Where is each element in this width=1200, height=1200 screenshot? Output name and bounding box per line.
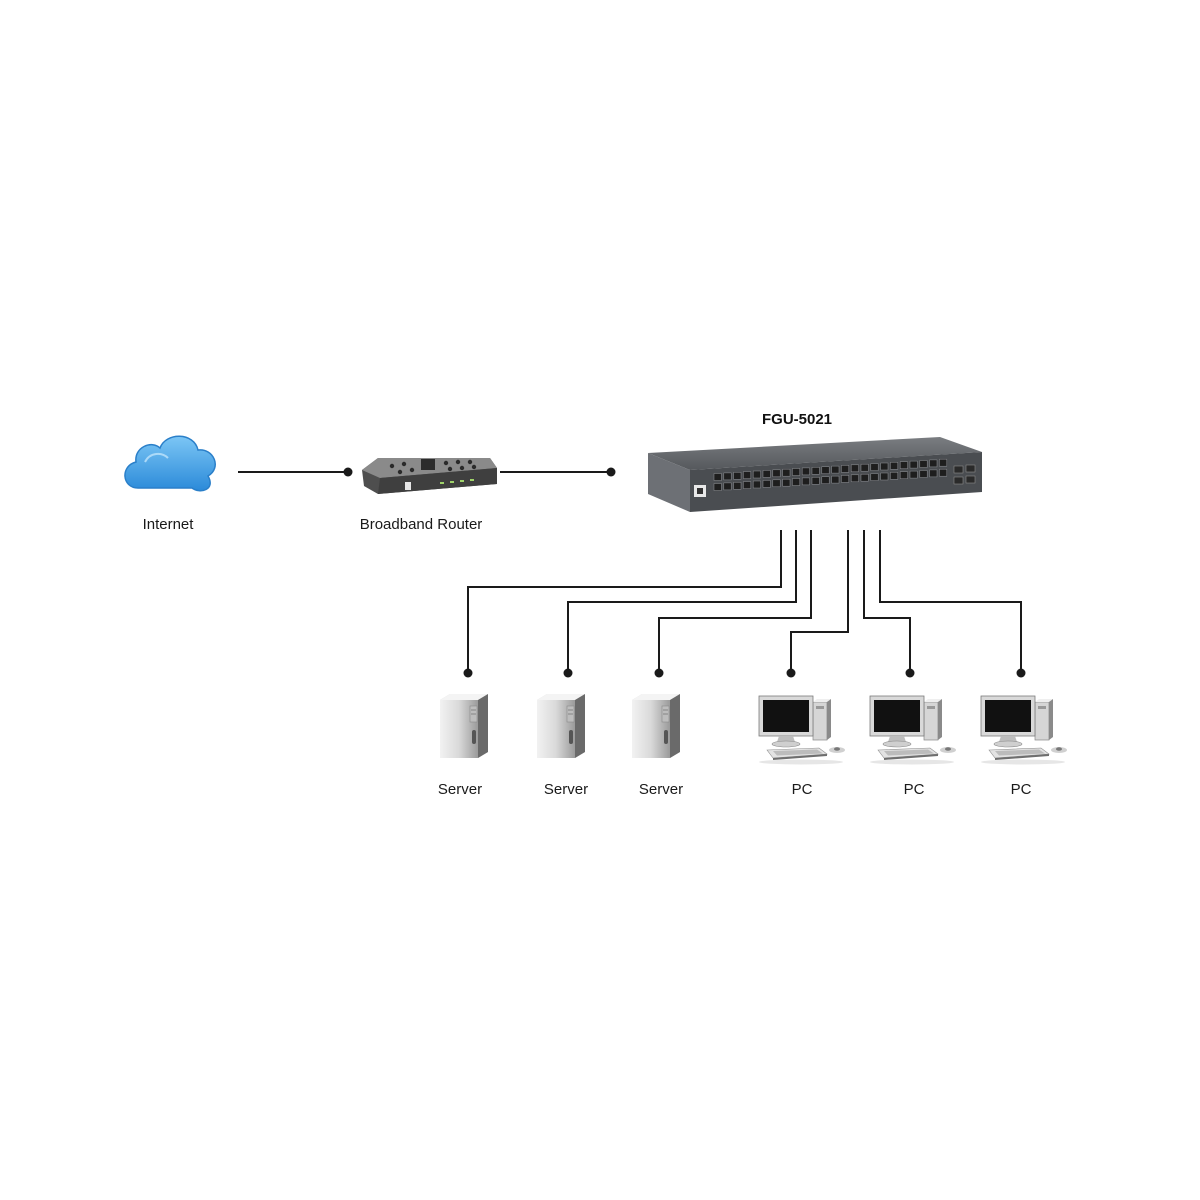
dot-server-2 [563, 668, 573, 678]
router-label: Broadband Router [360, 516, 483, 533]
pc-icon [758, 695, 845, 765]
internet-label: Internet [143, 516, 195, 533]
dot-pc-2 [905, 668, 915, 678]
switch-icon [648, 437, 982, 512]
server-icon [440, 694, 488, 758]
link-switch-server-3 [658, 530, 812, 673]
dot-router-in [343, 467, 353, 477]
switch-ports [713, 458, 948, 491]
server-label: Server [438, 781, 482, 798]
pc-label: PC [792, 781, 813, 798]
dot-server-3 [654, 668, 664, 678]
dot-pc-1 [786, 668, 796, 678]
pc-icon [869, 695, 956, 765]
link-switch-server-1 [467, 530, 782, 673]
router-icon [362, 458, 497, 494]
dot-server-1 [463, 668, 473, 678]
server-icon [632, 694, 680, 758]
server-label: Server [544, 781, 588, 798]
cloud-icon [124, 435, 216, 492]
link-switch-pc-1 [790, 530, 849, 673]
link-switch-pc-2 [863, 530, 911, 673]
connections [238, 471, 1022, 673]
dot-pc-3 [1016, 668, 1026, 678]
pc-label: PC [904, 781, 925, 798]
dot-switch-in [606, 467, 616, 477]
connection-dots [343, 467, 1026, 678]
server-icon [537, 694, 585, 758]
switch-label: FGU-5021 [762, 411, 832, 428]
link-switch-server-2 [567, 530, 797, 673]
link-switch-pc-3 [879, 530, 1022, 673]
pc-icon [980, 695, 1067, 765]
pc-label: PC [1011, 781, 1032, 798]
server-label: Server [639, 781, 683, 798]
